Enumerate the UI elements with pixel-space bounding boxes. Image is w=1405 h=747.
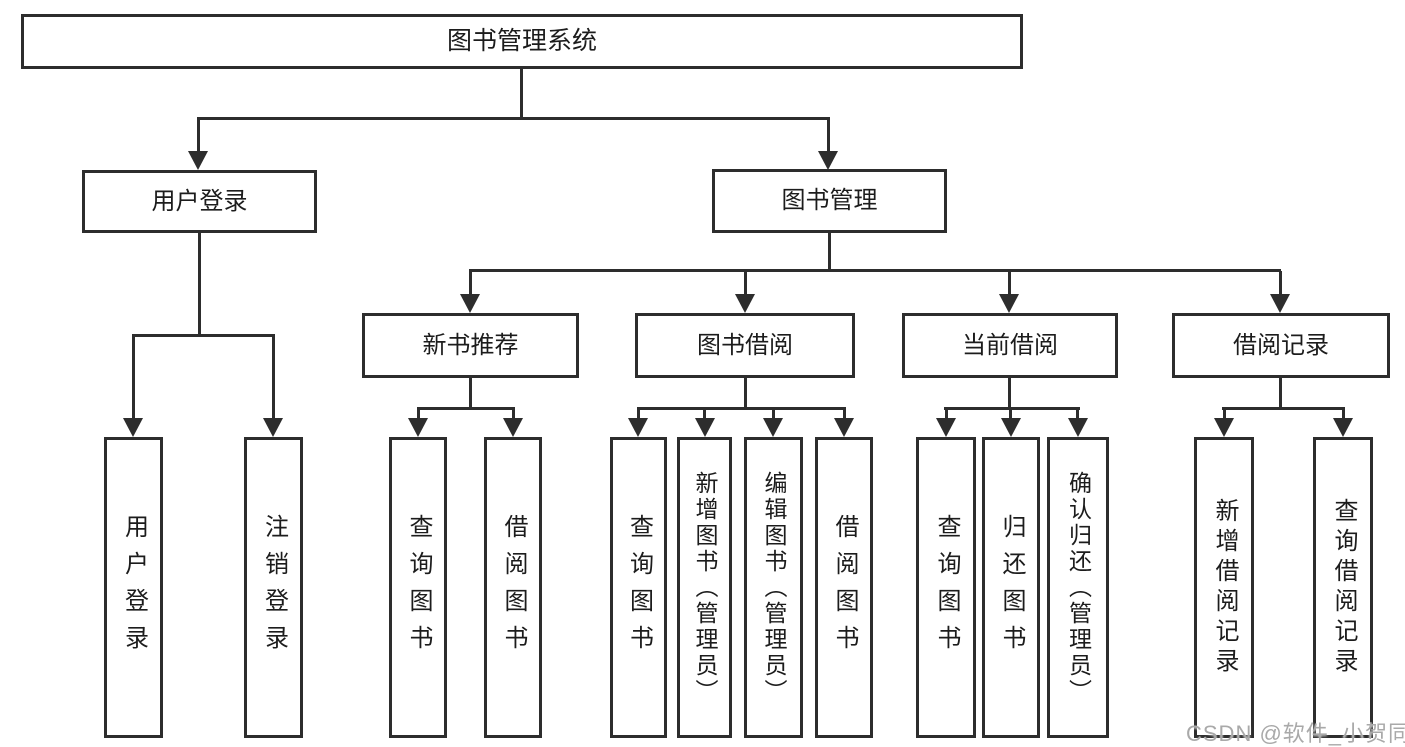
- node-bb-add-books-admin: 新增图书（管理员）: [677, 437, 732, 738]
- connector-stem-leaf: [703, 409, 706, 420]
- leaf-label: 新增图书（管理员）: [692, 470, 718, 705]
- connector-stem-leaf: [945, 409, 948, 420]
- node-br-add-record: 新增借阅记录: [1194, 437, 1254, 738]
- node-borrowing-records: 借阅记录: [1172, 313, 1390, 378]
- arrowhead-down-icon: [695, 418, 715, 437]
- leaf-label: 借阅图书: [500, 513, 527, 662]
- arrowhead-down-icon: [936, 418, 956, 437]
- arrowhead-down-icon: [999, 294, 1019, 313]
- csdn-watermark: CSDN @软件_小贺同学: [1186, 721, 1405, 746]
- connector-trunk: [744, 378, 747, 410]
- node-current-borrowing: 当前借阅: [902, 313, 1118, 378]
- node-user-login-leaf: 用户登录: [104, 437, 163, 738]
- connector-stem-leaf: [772, 409, 775, 420]
- node-cb-return-books: 归还图书: [982, 437, 1040, 738]
- leaf-label: 确认归还（管理员）: [1065, 470, 1092, 705]
- arrowhead-down-icon: [735, 294, 755, 313]
- connector-branch-borrow-records: [1222, 407, 1345, 410]
- connector-stem-book-management: [827, 119, 830, 153]
- connector-stem-leaf: [272, 336, 275, 419]
- node-book-borrowing: 图书借阅: [635, 313, 855, 378]
- connector-stem-leaf: [132, 336, 135, 419]
- leaf-label: 查询图书: [933, 513, 960, 662]
- connector-book-management-trunk: [828, 233, 831, 272]
- node-cb-query-books: 查询图书: [916, 437, 976, 738]
- connector-user-login-trunk: [198, 233, 201, 337]
- arrowhead-down-icon: [1068, 418, 1088, 437]
- connector-branch-book-borrow: [637, 407, 846, 410]
- arrowhead-down-icon: [188, 151, 208, 170]
- node-user-login: 用户登录: [82, 170, 317, 233]
- leaf-label: 编辑图书（管理员）: [761, 470, 787, 705]
- connector-stem-leaf: [843, 409, 846, 420]
- leaf-label: 查询图书: [625, 513, 653, 662]
- arrowhead-down-icon: [408, 418, 428, 437]
- arrowhead-down-icon: [503, 418, 523, 437]
- connector-root-trunk: [520, 68, 523, 120]
- connector-stem-leaf: [1076, 409, 1079, 420]
- leaf-label: 注销登录: [260, 513, 288, 662]
- node-bb-borrow-books: 借阅图书: [815, 437, 873, 738]
- node-book-management: 图书管理: [712, 169, 947, 233]
- connector-trunk: [1008, 378, 1011, 410]
- arrowhead-down-icon: [763, 418, 783, 437]
- arrowhead-down-icon: [834, 418, 854, 437]
- connector-level3-branch: [469, 269, 1281, 272]
- node-nbr-borrow-books: 借阅图书: [484, 437, 542, 738]
- leaf-label: 查询图书: [405, 513, 432, 662]
- arrowhead-down-icon: [818, 151, 838, 170]
- node-cb-confirm-return-admin: 确认归还（管理员）: [1047, 437, 1109, 738]
- connector-trunk: [1279, 378, 1282, 410]
- connector-user-login-branch: [132, 334, 275, 337]
- node-new-book-recommend: 新书推荐: [362, 313, 579, 378]
- node-br-query-record: 查询借阅记录: [1313, 437, 1373, 738]
- connector-stem-leaf: [637, 409, 640, 420]
- arrowhead-down-icon: [1333, 418, 1353, 437]
- arrowhead-down-icon: [1214, 418, 1234, 437]
- node-nbr-query-books: 查询图书: [389, 437, 447, 738]
- leaf-label: 用户登录: [120, 513, 148, 662]
- connector-stem-leaf: [417, 409, 420, 420]
- arrowhead-down-icon: [628, 418, 648, 437]
- connector-level1-branch: [197, 117, 830, 120]
- connector-stem-user-login: [197, 119, 200, 153]
- connector-stem-book-borrow: [744, 271, 747, 295]
- leaf-label: 查询借阅记录: [1330, 497, 1357, 678]
- arrowhead-down-icon: [1001, 418, 1021, 437]
- connector-branch-new-book: [417, 407, 515, 410]
- connector-stem-leaf: [1342, 409, 1345, 420]
- node-bb-query-books: 查询图书: [610, 437, 667, 738]
- connector-stem-leaf: [512, 409, 515, 420]
- node-logout: 注销登录: [244, 437, 303, 738]
- leaf-label: 新增借阅记录: [1211, 497, 1238, 678]
- connector-stem-borrow-records: [1279, 271, 1282, 295]
- leaf-label: 归还图书: [998, 513, 1025, 662]
- arrowhead-down-icon: [123, 418, 143, 437]
- node-library-system: 图书管理系统: [21, 14, 1023, 69]
- arrowhead-down-icon: [1270, 294, 1290, 313]
- connector-stem-new-book: [469, 271, 472, 295]
- connector-stem-leaf: [1009, 409, 1012, 420]
- arrowhead-down-icon: [460, 294, 480, 313]
- connector-trunk: [469, 378, 472, 410]
- leaf-label: 借阅图书: [831, 513, 858, 662]
- connector-branch-current-borrow: [944, 407, 1080, 410]
- arrowhead-down-icon: [263, 418, 283, 437]
- connector-stem-current-borrow: [1008, 271, 1011, 295]
- node-bb-edit-books-admin: 编辑图书（管理员）: [744, 437, 803, 738]
- connector-stem-leaf: [1223, 409, 1226, 420]
